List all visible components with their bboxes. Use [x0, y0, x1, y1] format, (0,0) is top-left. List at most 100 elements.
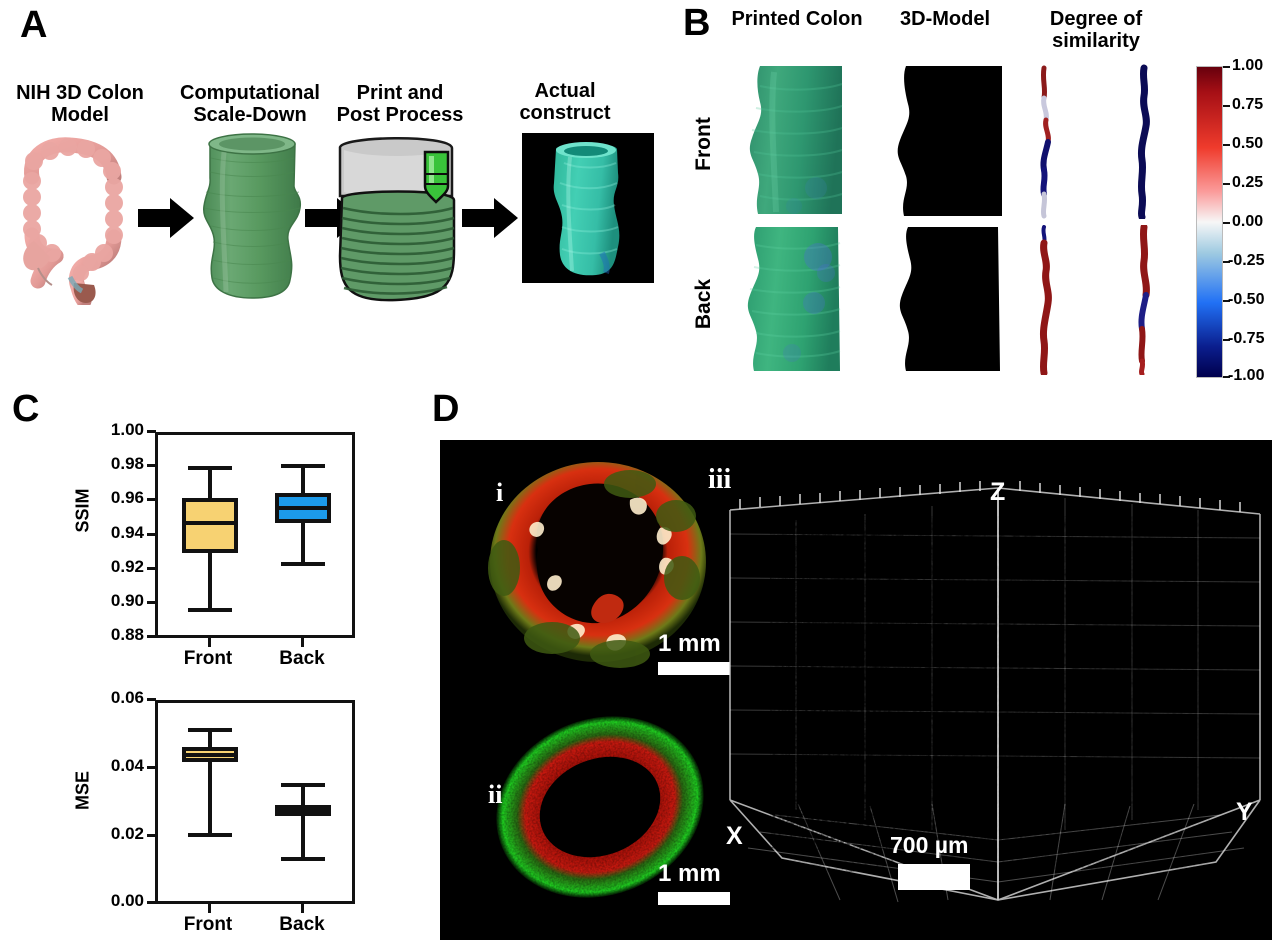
panel-d-letter: D [432, 388, 459, 430]
mse-ytick-0.06 [147, 698, 156, 701]
mse-ylabel-0.00: 0.00 [110, 891, 144, 910]
panel-b-row-label-front-wrap: Front [674, 100, 734, 190]
panel-a-step2-line1: Computational [180, 82, 320, 104]
panel-a-step2-label: Computational Scale-Down [155, 82, 345, 127]
panel-b-col3-header-line1: Degree of [1049, 8, 1143, 30]
ssim-ylabel-0.88: 0.88 [110, 625, 144, 644]
cb-label-6: -0.25 [1228, 252, 1265, 269]
cb-label-1: 1.00 [1232, 57, 1264, 74]
cb-label-9: -1.00 [1228, 367, 1265, 384]
ssim-back-cap-low [281, 562, 325, 566]
cb-tick-7 [1223, 300, 1230, 302]
mse-ylabel-0.02: 0.02 [110, 824, 144, 843]
cb-tick-4 [1223, 183, 1230, 185]
right-arrow-icon [462, 198, 518, 238]
panel-d-i-caption: i [496, 478, 504, 507]
cb-tick-8 [1223, 339, 1230, 341]
panel-a-step3-label: Print and Post Process [310, 82, 490, 127]
panel-d-ii-image [470, 692, 730, 922]
ssim-ylabel-1.00: 1.00 [110, 420, 144, 439]
ssim-front-cap-low [188, 608, 232, 612]
cb-label-4: 0.25 [1232, 174, 1264, 191]
ssim-back-median [275, 506, 331, 510]
right-arrow-icon [138, 198, 194, 238]
ssim-front-cap-high [188, 466, 232, 470]
panel-d-iii-scalebar-label: 700 µm [890, 832, 969, 858]
mse-back-whisker-line [301, 785, 305, 859]
panel-b-row-label-back-wrap: Back [674, 260, 734, 350]
panel-b-col2-header: 3D-Model [900, 8, 990, 30]
panel-b-back-3d-model [886, 225, 1011, 375]
cb-tick-2 [1223, 105, 1230, 107]
ssim-ylabel-0.90: 0.90 [110, 591, 144, 610]
cb-label-8: -0.75 [1228, 330, 1265, 347]
panel-d-i-image [470, 458, 730, 673]
ssim-ytick-0.98 [147, 464, 156, 467]
panel-d-ii-caption: ii [488, 780, 503, 809]
ssim-front-box [182, 498, 238, 553]
ssim-ylabel-0.96: 0.96 [110, 488, 144, 507]
panel-d-image-canvas: i 1 mm [440, 440, 1272, 940]
ssim-back-cap-high [281, 464, 325, 468]
panel-b-colorbar [1196, 66, 1223, 378]
mse-front-whisker-line [208, 730, 212, 835]
ssim-ytick-0.90 [147, 601, 156, 604]
mse-back-cap-high [281, 783, 325, 787]
panel-b-back-similarity-map [1022, 225, 1172, 375]
panel-a-step1-label: NIH 3D Colon Model [0, 82, 160, 127]
panel-d-i-scalebar [658, 662, 730, 675]
bioprinter-extruding-construct [338, 137, 456, 302]
panel-d-axis-z: Z [990, 478, 1006, 506]
panel-c-letter: C [12, 388, 39, 430]
cb-label-2: 0.75 [1232, 96, 1264, 113]
cb-tick-9 [1223, 376, 1230, 378]
panel-a-step4-line2: construct [519, 102, 611, 125]
mse-xtick-back [301, 904, 304, 913]
panel-b-row-label-back: Back [692, 278, 715, 330]
mse-front-median [182, 753, 238, 757]
panel-b-front-3d-model [886, 64, 1011, 219]
mse-front-cap-low [188, 833, 232, 837]
panel-d-iii-scalebar [898, 864, 970, 890]
panel-b-col3-header: Degree of similarity [1016, 8, 1176, 53]
panel-d-axis-x: X [726, 822, 743, 850]
panel-a-letter: A [20, 4, 47, 46]
panel-b-front-similarity-map [1022, 64, 1172, 219]
cb-label-3: 0.50 [1232, 135, 1264, 152]
cb-label-5: 0.00 [1232, 213, 1264, 230]
mse-ylabel-0.04: 0.04 [110, 756, 144, 775]
mse-ylabel-0.06: 0.06 [110, 688, 144, 707]
panel-d-ii-scalebar [658, 892, 730, 905]
mse-ytick-0.02 [147, 834, 156, 837]
panel-b-back-printed-colon [730, 225, 858, 375]
panel-a-step3-line2: Post Process [336, 104, 464, 127]
panel-d-i-scalebar-label: 1 mm [658, 630, 721, 657]
cb-tick-5 [1223, 222, 1230, 224]
panel-d-ii-scalebar-label: 1 mm [658, 860, 721, 887]
anatomical-colon-illustration [23, 137, 123, 305]
mse-ytick-0.04 [147, 766, 156, 769]
ssim-xlabel-front: Front [183, 648, 233, 669]
mse-xlabel-back: Back [279, 914, 325, 935]
panel-d-axis-y: Y [1236, 798, 1253, 826]
panel-b-letter: B [683, 2, 710, 44]
cb-label-7: -0.50 [1228, 291, 1265, 308]
mse-xtick-front [208, 904, 211, 913]
panel-b-col1-header: Printed Colon [731, 8, 863, 30]
panel-a-step1-line2: Model [51, 104, 109, 127]
mse-back-cap-low [281, 857, 325, 861]
ssim-xtick-front [208, 638, 211, 647]
panel-d-iii-image [720, 470, 1270, 938]
photographed-printed-construct [522, 133, 654, 283]
ssim-xtick-back [301, 638, 304, 647]
cb-tick-1 [1223, 66, 1230, 68]
panel-b-row-label-front: Front [692, 117, 715, 171]
mse-ytick-0.00 [147, 901, 156, 904]
ssim-ytick-0.92 [147, 567, 156, 570]
panel-a-step2-line2: Scale-Down [193, 104, 307, 127]
ssim-ylabel-0.92: 0.92 [110, 557, 144, 576]
ssim-ylabel-0.94: 0.94 [110, 523, 144, 542]
mse-plot-frame [155, 700, 355, 904]
cb-tick-3 [1223, 144, 1230, 146]
